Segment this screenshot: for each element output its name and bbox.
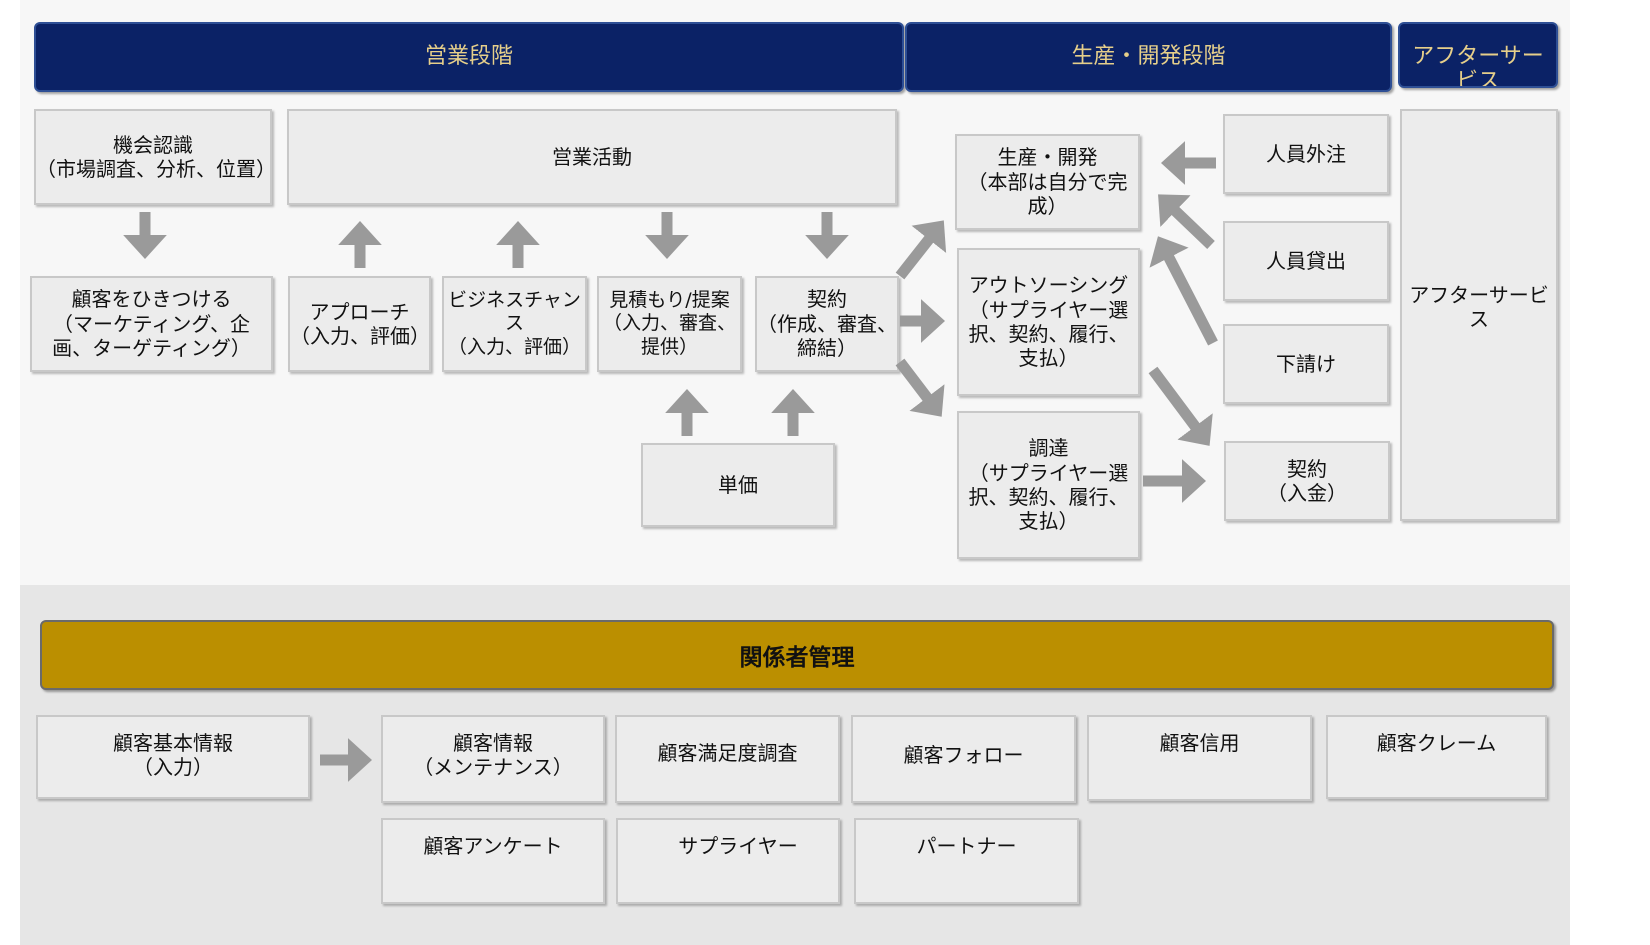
box-approach: アプローチ （入力、評価）	[288, 276, 431, 372]
box-business-chance: ビジネスチャンス （入力、評価）	[442, 276, 587, 372]
header-sales: 営業段階	[34, 22, 904, 92]
box-procurement: 調達 （サプライヤー選択、契約、履行、支払）	[957, 411, 1140, 559]
header-after-service-label: アフターサービス	[1412, 44, 1544, 88]
header-after-service: アフターサービス	[1398, 22, 1558, 88]
box-customer-claim: 顧客クレーム	[1326, 715, 1547, 799]
arrow-outsourcing-to-payment	[1148, 366, 1213, 446]
header-stakeholder-management: 関係者管理	[40, 620, 1554, 690]
header-production: 生産・開発段階	[905, 22, 1392, 92]
header-sales-label: 営業段階	[424, 44, 513, 70]
stakeholder-title: 関係者管理	[739, 645, 855, 671]
box-contract-payment: 契約 （入金）	[1224, 441, 1390, 521]
box-production-development: 生産・開発 （本部は自分で完成）	[955, 134, 1140, 230]
box-supplier: サプライヤー	[616, 818, 840, 904]
header-production-label: 生産・開発段階	[1071, 44, 1226, 70]
box-unit-price: 単価	[641, 443, 835, 527]
box-subcontract: 下請け	[1223, 324, 1389, 404]
box-customer-basic-info: 顧客基本情報 （入力）	[36, 715, 310, 799]
box-estimate-proposal: 見積もり/提案 （入力、審査、提供）	[597, 276, 742, 372]
arrow-staff-lend-to-development	[1158, 194, 1215, 249]
box-sales-activity: 営業活動	[287, 109, 897, 205]
box-opportunity-recognition: 機会認識 （市場調査、分析、位置）	[34, 109, 276, 205]
box-customer-follow: 顧客フォロー	[851, 715, 1076, 803]
box-satisfaction-survey: 顧客満足度調査	[615, 715, 840, 803]
box-partner: パートナー	[854, 818, 1079, 904]
arrow-contract-to-development	[895, 220, 947, 280]
box-staff-outsourcing: 人員外注	[1223, 114, 1389, 194]
arrow-subcontract-to-development	[1149, 236, 1218, 346]
box-after-service: アフターサービス	[1400, 109, 1558, 521]
box-attract-customers: 顧客をひきつける （マーケティング、企画、ターゲティング）	[30, 276, 273, 372]
box-customer-info: 顧客情報 （メンテナンス）	[381, 715, 605, 803]
box-staff-lending: 人員貸出	[1223, 221, 1389, 301]
box-customer-survey: 顧客アンケート	[381, 818, 605, 904]
arrow-contract-to-procurement	[895, 358, 945, 417]
box-outsourcing: アウトソーシング （サプライヤー選択、契約、履行、支払）	[957, 248, 1140, 396]
box-customer-credit: 顧客信用	[1087, 715, 1312, 801]
box-contract: 契約 （作成、審査、締結）	[755, 276, 899, 372]
